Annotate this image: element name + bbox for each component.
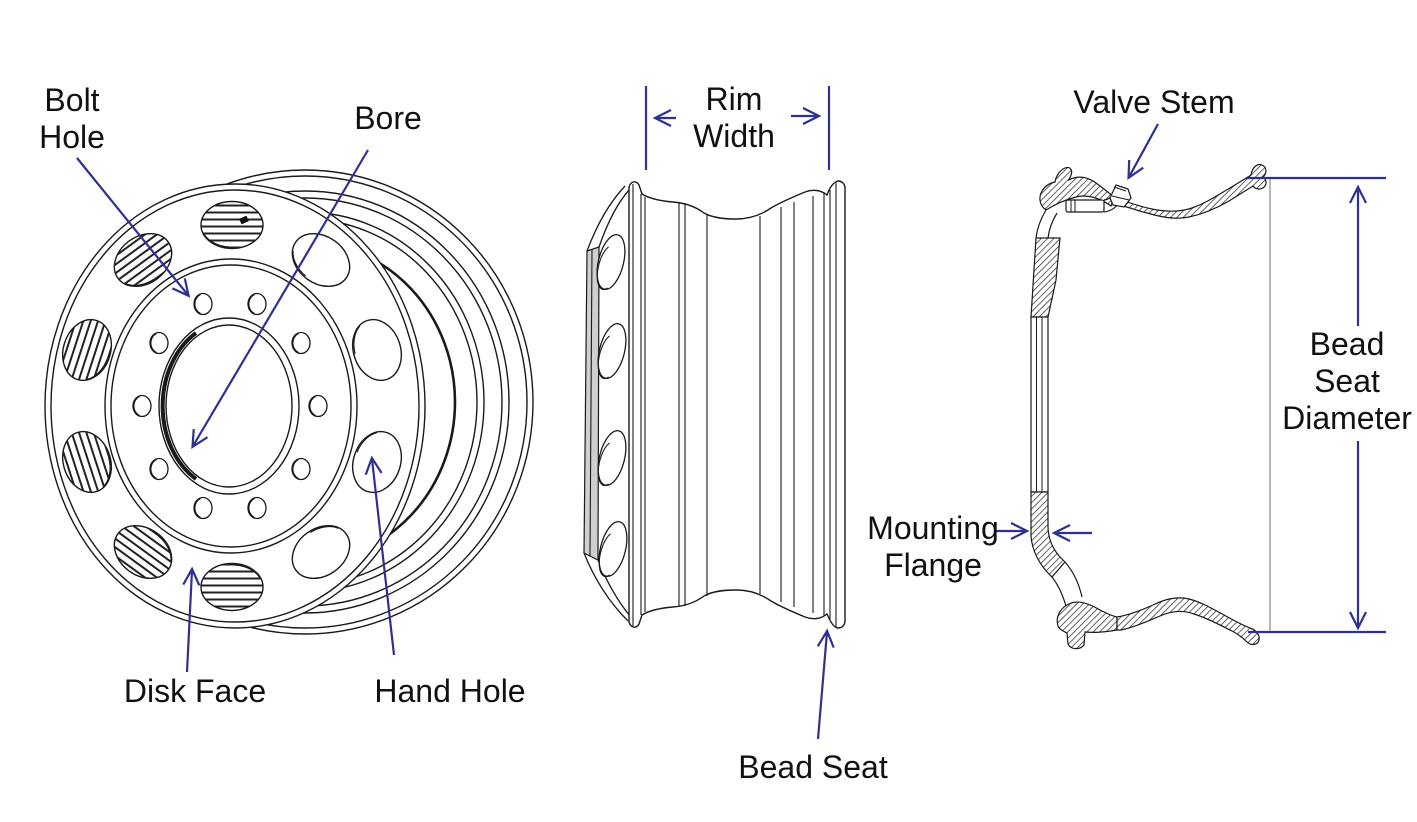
hand-holes <box>54 200 410 612</box>
section-foot <box>1056 601 1118 650</box>
edge-hand-hole <box>591 231 631 294</box>
edge-hand-hole <box>593 518 633 581</box>
gooseneck-outline <box>1035 209 1058 239</box>
valve-stem-label: Valve Stem <box>1073 84 1235 120</box>
mounting-flange-label: Mounting Flange <box>867 510 999 583</box>
bolt-hole-label: Bolt Hole <box>39 82 105 155</box>
section-disk-upper <box>1030 237 1061 318</box>
hub-circle-inner <box>110 264 352 548</box>
section-mounting-flange <box>1030 491 1066 578</box>
section-disk-strip <box>1030 316 1049 493</box>
section-gutter-flange <box>1039 166 1115 211</box>
bore-label: Bore <box>354 100 422 136</box>
bore-shading-arc <box>160 331 198 481</box>
disk-face-label: Disk Face <box>123 673 267 709</box>
front-view <box>44 169 534 635</box>
bolt-hole-opening <box>149 457 169 481</box>
bolt-hole-opening <box>193 496 213 520</box>
hand-hole-label: Hand Hole <box>374 673 526 709</box>
bead-seat-arrow <box>816 628 835 740</box>
bolt-hole-opening <box>247 496 267 520</box>
bore-circle <box>158 317 300 495</box>
bolt-hole-opening <box>308 394 328 418</box>
hub-circle <box>104 258 358 554</box>
bore-circle-inner <box>165 324 293 488</box>
bead-seat-label: Bead Seat <box>738 749 888 785</box>
hole-mark <box>239 215 249 225</box>
valve-stem-hardware <box>1065 184 1132 213</box>
side-view <box>583 180 846 629</box>
bolt-hole-opening <box>291 457 311 481</box>
bolt-hole-opening <box>193 292 213 316</box>
disk-face-arrow <box>182 566 201 673</box>
bolt-hole-arrow <box>76 157 191 298</box>
bore-arrow <box>191 149 369 449</box>
bolt-hole-opening <box>247 292 267 316</box>
hand-hole-opening <box>200 200 264 250</box>
bolt-hole-opening <box>132 394 152 418</box>
section-view <box>1030 163 1267 650</box>
rim-profile <box>628 180 846 629</box>
bolt-hole-opening <box>291 331 311 355</box>
valve-stem-arrow <box>1127 123 1159 181</box>
hand-hole-opening <box>200 562 264 612</box>
disk-outline <box>44 183 426 629</box>
bolt-hole-opening <box>149 331 169 355</box>
rim-contour-lines <box>632 182 837 627</box>
rim-width-label: Rim Width <box>693 81 775 154</box>
bead-seat-diameter-label: Bead Seat Diameter <box>1282 326 1412 436</box>
section-bottom-band <box>1116 597 1260 646</box>
disk-outline-inner <box>50 189 420 623</box>
annotations <box>76 86 1386 740</box>
disk-edge-line <box>589 248 593 557</box>
section-top-band <box>1109 163 1267 219</box>
hand-hole-arrow <box>364 455 396 656</box>
